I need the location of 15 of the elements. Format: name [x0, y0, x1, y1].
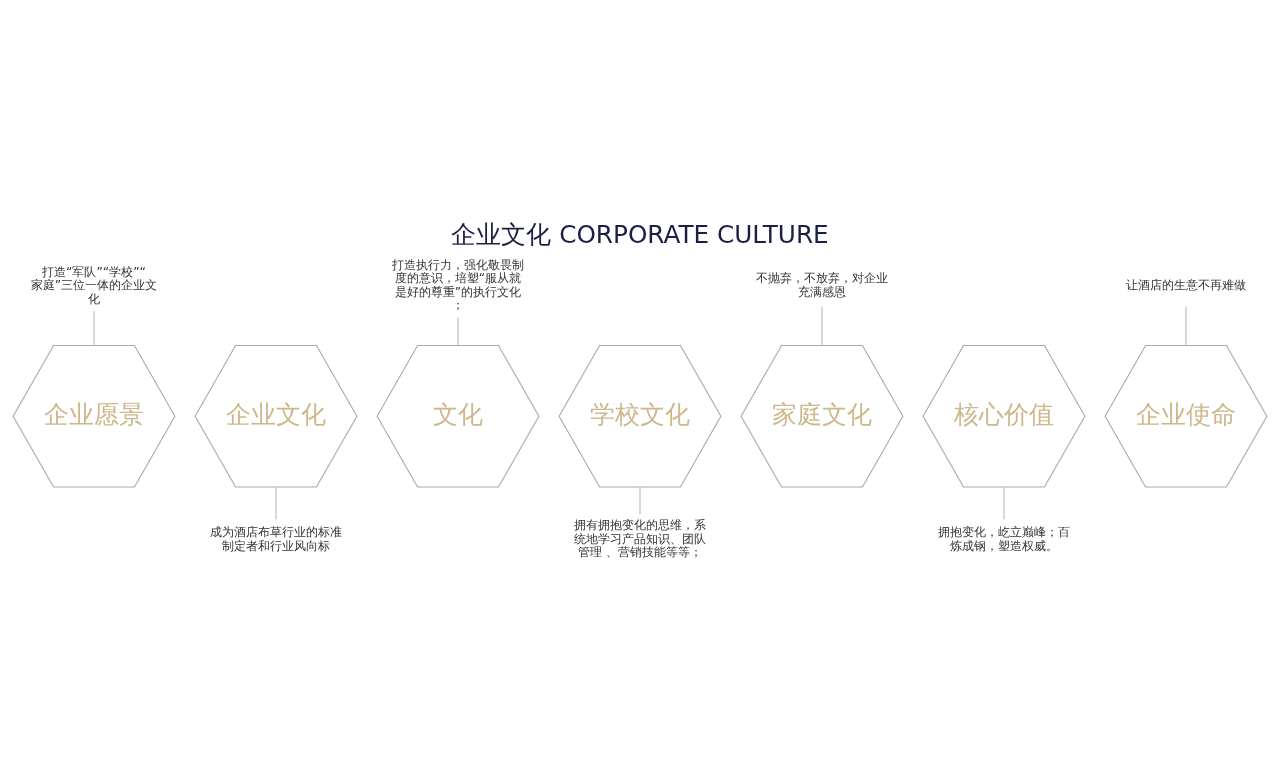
- connector: [639, 486, 641, 515]
- node-text: 打造“军队”“学校”“家庭”三位一体的企业文化: [30, 264, 158, 306]
- node-text: 成为酒店布草行业的标准制定者和行业风向标: [210, 524, 343, 553]
- node-text: 拥有拥抱变化的思维，系统地学习产品知识、团队管理 、营销技能等等；: [574, 517, 706, 559]
- connector: [275, 486, 277, 520]
- connector: [457, 316, 459, 346]
- diagram-title: 企业文化 CORPORATE CULTURE: [451, 219, 829, 249]
- node-text: 拥抱变化，屹立巅峰；百炼成钢，塑造权威。: [937, 524, 1070, 553]
- node-text: 不抛弃，不放弃，对企业充满感恩: [755, 270, 888, 299]
- node-text: 让酒店的生意不再难做: [1125, 277, 1246, 292]
- connector: [93, 309, 95, 346]
- connector: [1185, 305, 1187, 346]
- connector: [1003, 486, 1005, 520]
- node-text: 打造执行力，强化敬畏制度的意识，培塑“服从就是好的尊重”的执行文化；: [392, 257, 525, 312]
- connector: [821, 305, 823, 346]
